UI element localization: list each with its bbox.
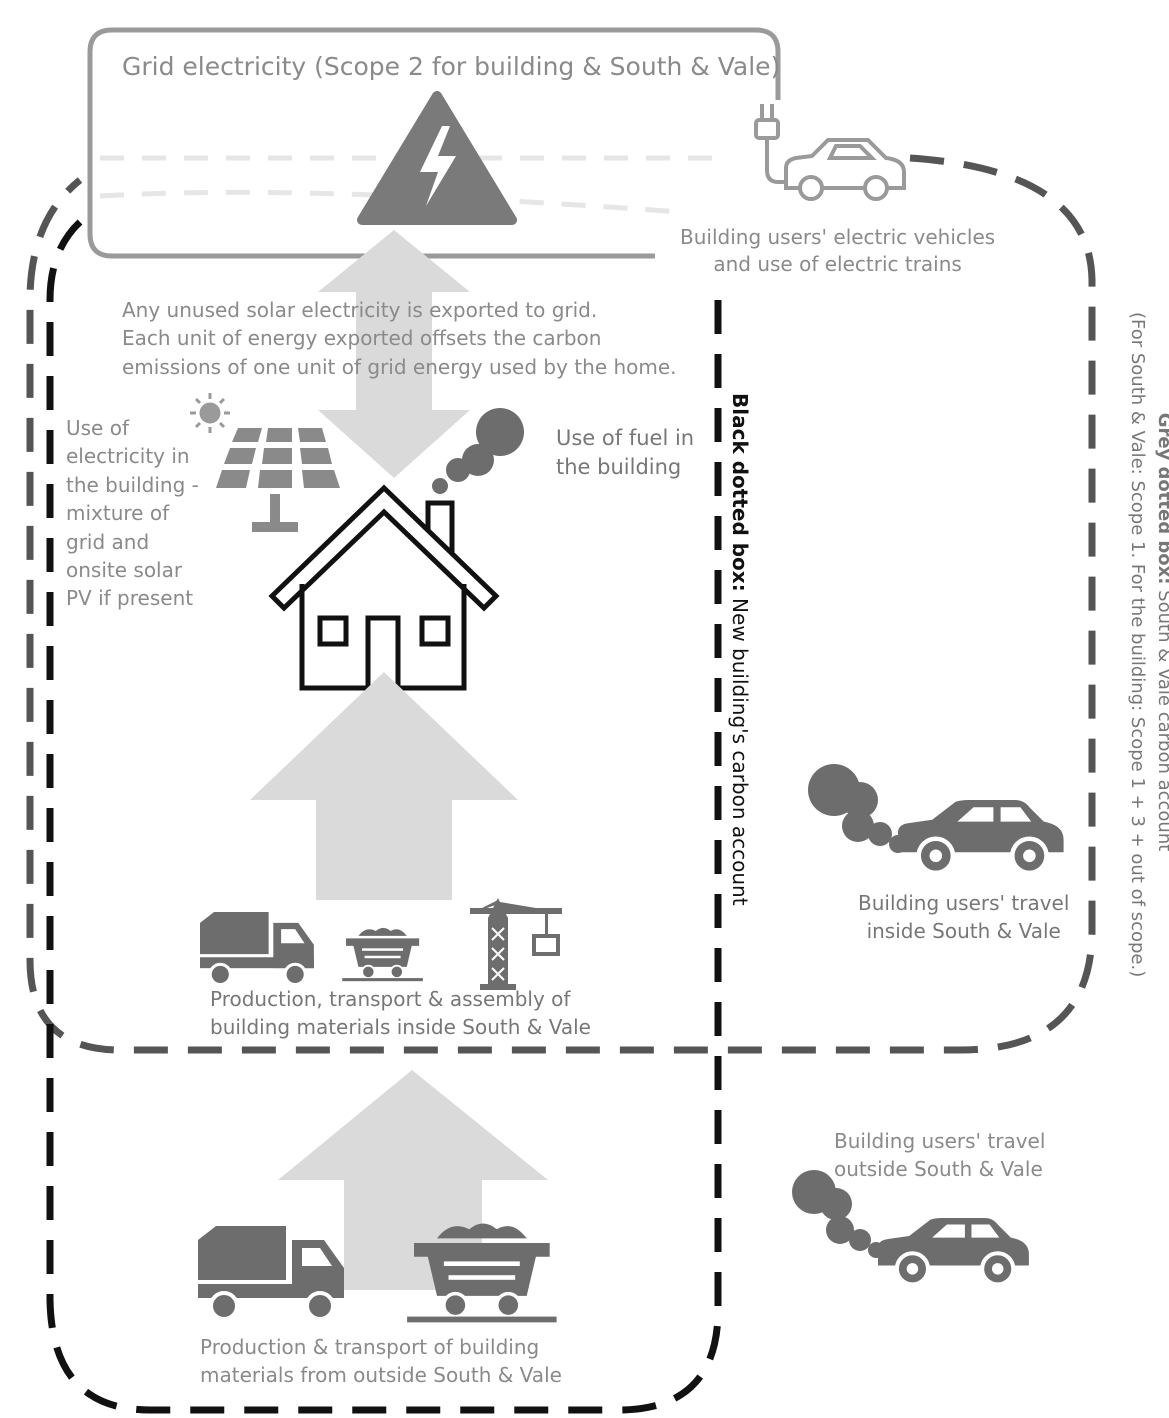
materials-outside-label: Production & transport of building mater…	[200, 1335, 562, 1387]
black-box-label: Black dotted box: New building's carbon …	[728, 393, 752, 906]
truck-icon-outside	[196, 1224, 346, 1321]
electricity-use-label: Use of electricity in the building - mix…	[66, 416, 199, 611]
grey-dotted-box	[26, 154, 1096, 1054]
plug-icon	[754, 104, 786, 184]
grid-title: Grid electricity (Scope 2 for building &…	[122, 52, 781, 81]
fuel-use-label: Use of fuel in the building	[556, 426, 695, 479]
smoke-icon	[808, 764, 907, 853]
house-icon	[268, 484, 500, 691]
truck-icon-inside	[198, 910, 316, 987]
electric-car-icon	[784, 138, 906, 201]
travel-outside-label: Building users' travel outside South & V…	[834, 1129, 1046, 1181]
crane-icon	[470, 898, 562, 990]
mine-cart-icon-inside	[341, 926, 424, 983]
black-dotted-box	[46, 219, 722, 1414]
smoke-icon	[432, 408, 524, 494]
export-note: Any unused solar electricity is exported…	[122, 298, 677, 379]
sun-icon	[190, 393, 230, 433]
export-arrow	[318, 230, 470, 478]
grey-box-label: Grey dotted box: South & Vale carbon acc…	[1127, 312, 1169, 978]
solar-panel-icon	[216, 428, 340, 532]
travel-inside-label: Building users' travel inside South & Va…	[858, 891, 1070, 943]
inside-materials-arrow	[250, 672, 518, 900]
car-icon-inside	[898, 800, 1064, 873]
ev-label: Building users' electric vehicles and us…	[680, 225, 996, 276]
materials-inside-label: Production, transport & assembly of buil…	[210, 987, 591, 1039]
lightning-warning-icon	[357, 91, 517, 225]
smoke-icon	[792, 1170, 884, 1258]
grid-box-outline	[87, 27, 781, 259]
car-icon-outside	[878, 1218, 1029, 1284]
